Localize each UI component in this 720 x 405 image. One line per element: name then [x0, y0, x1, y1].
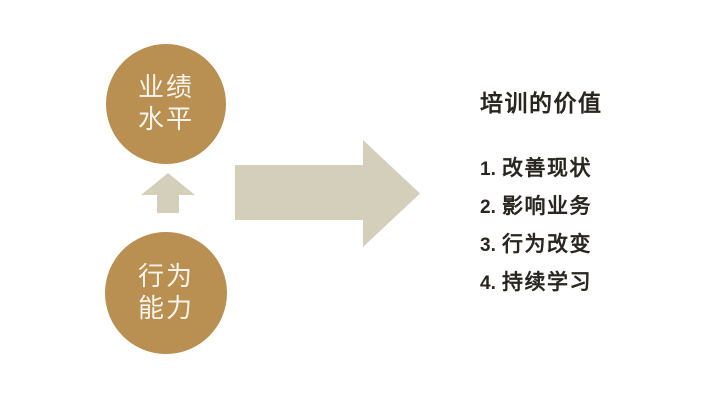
circle-behavior-line1: 行为	[137, 261, 194, 292]
item-label: 行为改变	[502, 233, 592, 256]
list-item: 4. 持续学习	[480, 266, 592, 304]
item-number: 2.	[480, 197, 496, 218]
item-label: 影响业务	[502, 195, 592, 218]
item-number: 3.	[480, 235, 496, 256]
item-number: 1.	[480, 159, 496, 180]
up-arrow-icon	[141, 173, 195, 213]
circle-performance-line1: 业绩	[137, 72, 194, 103]
list-item: 2. 影响业务	[480, 190, 592, 228]
item-label: 改善现状	[502, 157, 592, 180]
list-item: 3. 行为改变	[480, 228, 592, 266]
item-label: 持续学习	[502, 271, 592, 294]
up-arrow-shape	[141, 173, 195, 213]
right-arrow-shape	[235, 140, 420, 247]
circle-performance-level: 业绩 水平	[106, 44, 226, 164]
circle-behavior-ability: 行为 能力	[105, 232, 227, 354]
item-number: 4.	[480, 273, 496, 294]
circle-behavior-line2: 能力	[137, 293, 194, 323]
panel-title: 培训的价值	[480, 90, 603, 116]
circle-performance-line2: 水平	[137, 104, 194, 134]
list-item: 1. 改善现状	[480, 152, 592, 190]
right-arrow-icon	[235, 140, 420, 247]
value-list: 1. 改善现状 2. 影响业务 3. 行为改变 4. 持续学习	[480, 152, 592, 304]
